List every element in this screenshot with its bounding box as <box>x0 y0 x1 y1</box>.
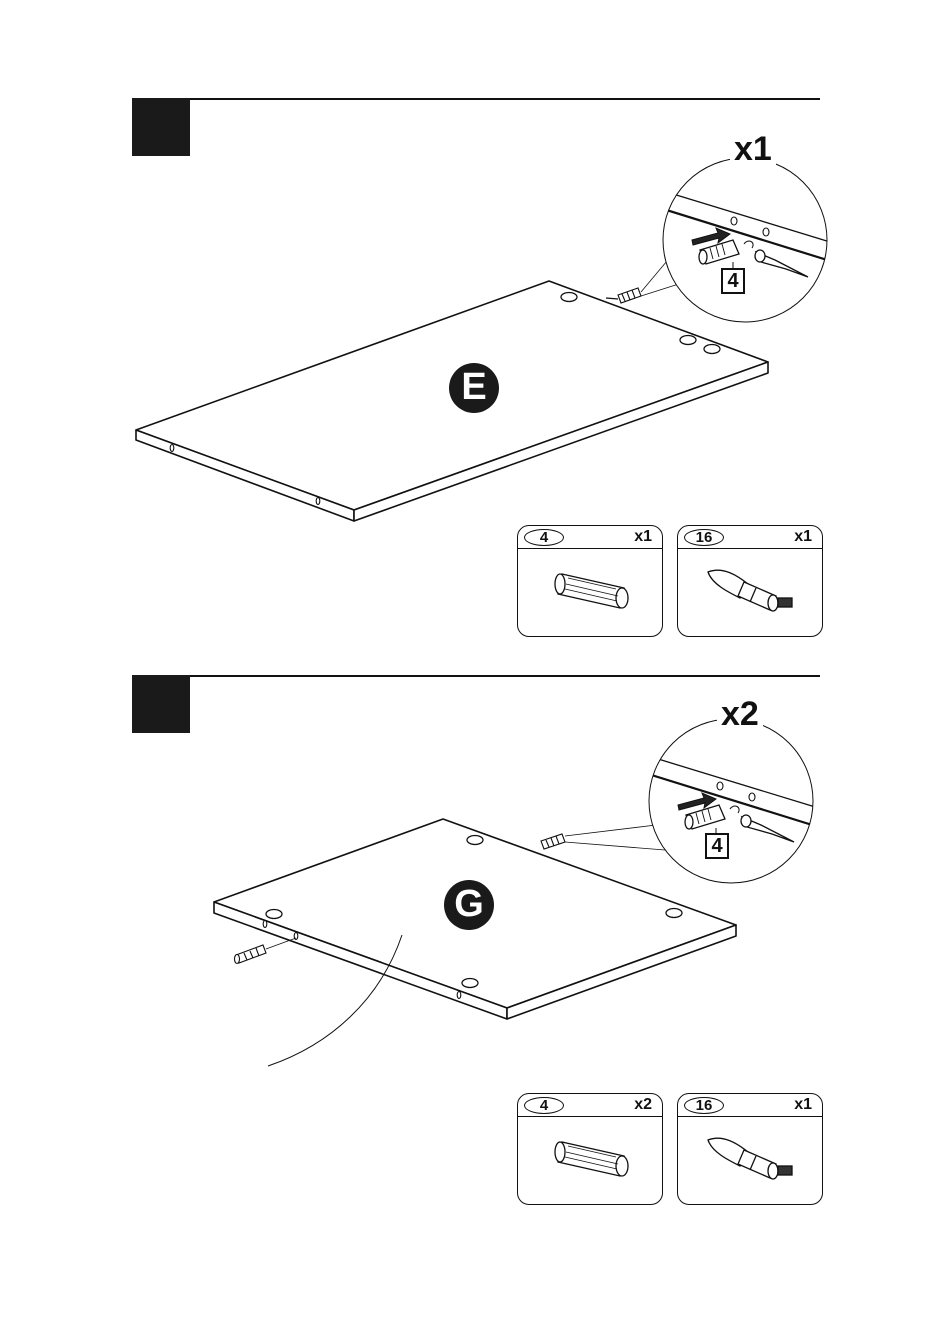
step-2-quantity-label: x2 <box>717 697 763 731</box>
cam-bolt-icon <box>678 1116 824 1204</box>
part-id-badge: 16 <box>684 1097 724 1114</box>
part-id-badge: 4 <box>524 1097 564 1114</box>
step-2-part-card-4: 4 x2 <box>517 1093 663 1205</box>
step-2-part-card-16: 16 x1 <box>677 1093 823 1205</box>
step-2-panel-label: G <box>444 883 494 926</box>
dowel-icon <box>518 1116 664 1204</box>
step-2-callout-part-number: 4 <box>705 833 729 859</box>
part-quantity: x2 <box>634 1096 652 1114</box>
part-quantity: x1 <box>794 1096 812 1114</box>
